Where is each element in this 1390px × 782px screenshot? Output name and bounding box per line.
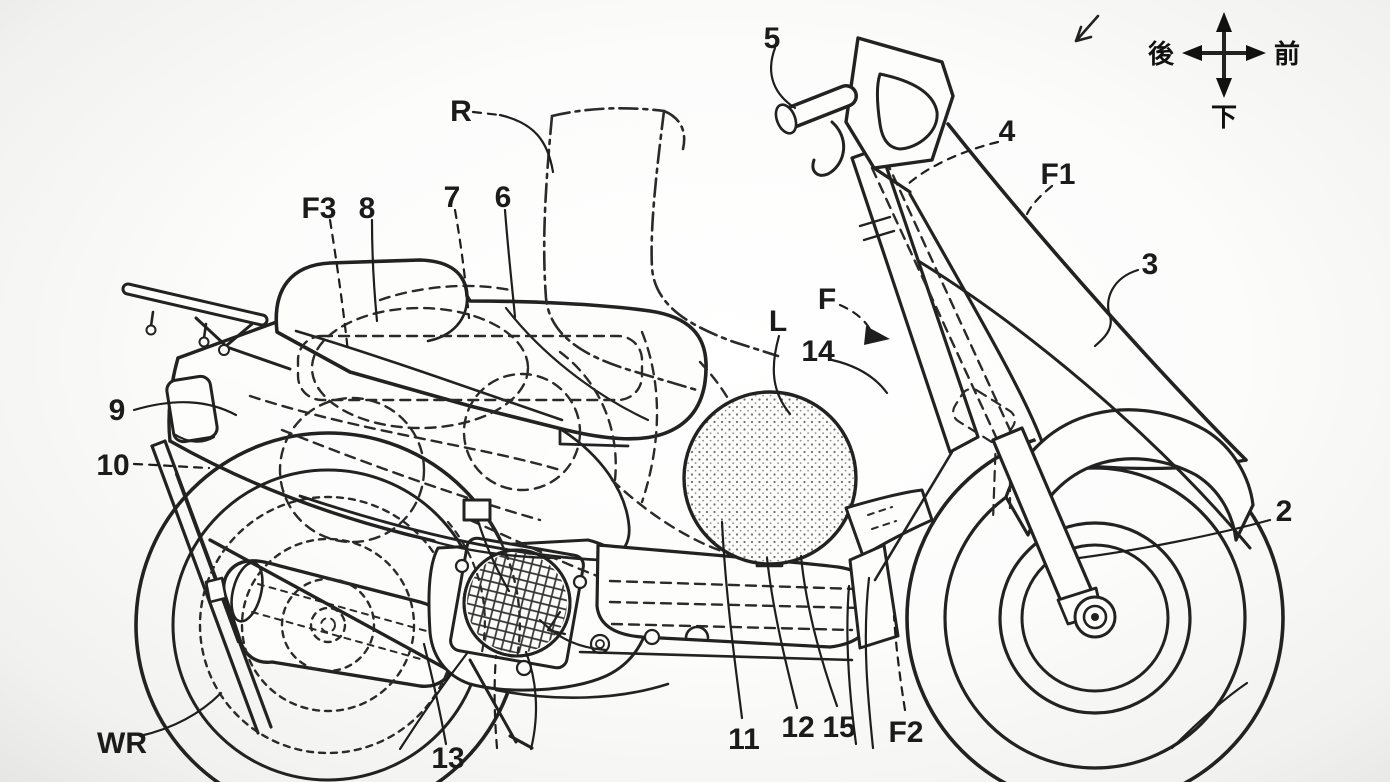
leader-lines — [132, 46, 1272, 751]
label-4: 4 — [999, 115, 1016, 148]
headlight-cowl — [844, 36, 955, 194]
label-F3: F3 — [301, 192, 336, 225]
swingarm-line — [208, 538, 454, 674]
label-6: 6 — [495, 181, 512, 214]
kickstand — [468, 658, 534, 750]
compass-down-label: 下 — [1211, 103, 1237, 133]
hidden-tire-arc — [473, 500, 522, 660]
label-5: 5 — [764, 22, 781, 55]
grip-end — [774, 103, 798, 135]
label-L: L — [769, 305, 787, 338]
label-F1: F1 — [1040, 158, 1075, 191]
hidden-tire-arc2 — [446, 520, 486, 654]
small-box — [462, 498, 567, 636]
label-F: F — [818, 283, 836, 316]
callout-labels: 5 4 F1 3 R F3 8 7 6 L F 14 9 10 2 11 12 … — [96, 22, 1292, 775]
compass-up-arrow — [1216, 12, 1232, 32]
label-15: 15 — [822, 711, 855, 744]
f-arrowhead — [864, 326, 890, 345]
direction-arrow — [1074, 14, 1100, 43]
compass-front-label: 前 — [1274, 39, 1300, 70]
compass-right-arrow — [1246, 45, 1266, 61]
label-3: 3 — [1142, 248, 1159, 281]
compass-rose: 後 前 下 — [1148, 12, 1300, 133]
rear-carrier — [121, 282, 292, 371]
label-R: R — [450, 95, 472, 128]
label-10: 10 — [96, 449, 129, 482]
front-fork — [991, 426, 1117, 639]
brake-lever — [811, 120, 846, 177]
label-13: 13 — [431, 742, 464, 775]
label-8: 8 — [359, 192, 376, 225]
compass-rear-label: 後 — [1148, 39, 1175, 70]
label-F2: F2 — [888, 716, 923, 749]
compass-down-arrow — [1216, 78, 1232, 98]
label-2: 2 — [1276, 495, 1293, 528]
label-11: 11 — [728, 723, 760, 756]
front-fender — [918, 260, 1255, 550]
frame-brackets — [844, 450, 954, 650]
hidden-internals — [248, 284, 750, 579]
phantom-outline-R — [542, 106, 780, 393]
label-7: 7 — [444, 181, 461, 214]
label-9: 9 — [109, 394, 126, 427]
compass-left-arrow — [1182, 45, 1202, 61]
muffler — [204, 559, 454, 688]
handlebar — [774, 84, 858, 177]
label-12: 12 — [781, 711, 814, 744]
taillight — [165, 374, 219, 444]
label-WR: WR — [97, 727, 147, 760]
fuel-tank — [682, 390, 858, 566]
label-14: 14 — [801, 335, 835, 368]
